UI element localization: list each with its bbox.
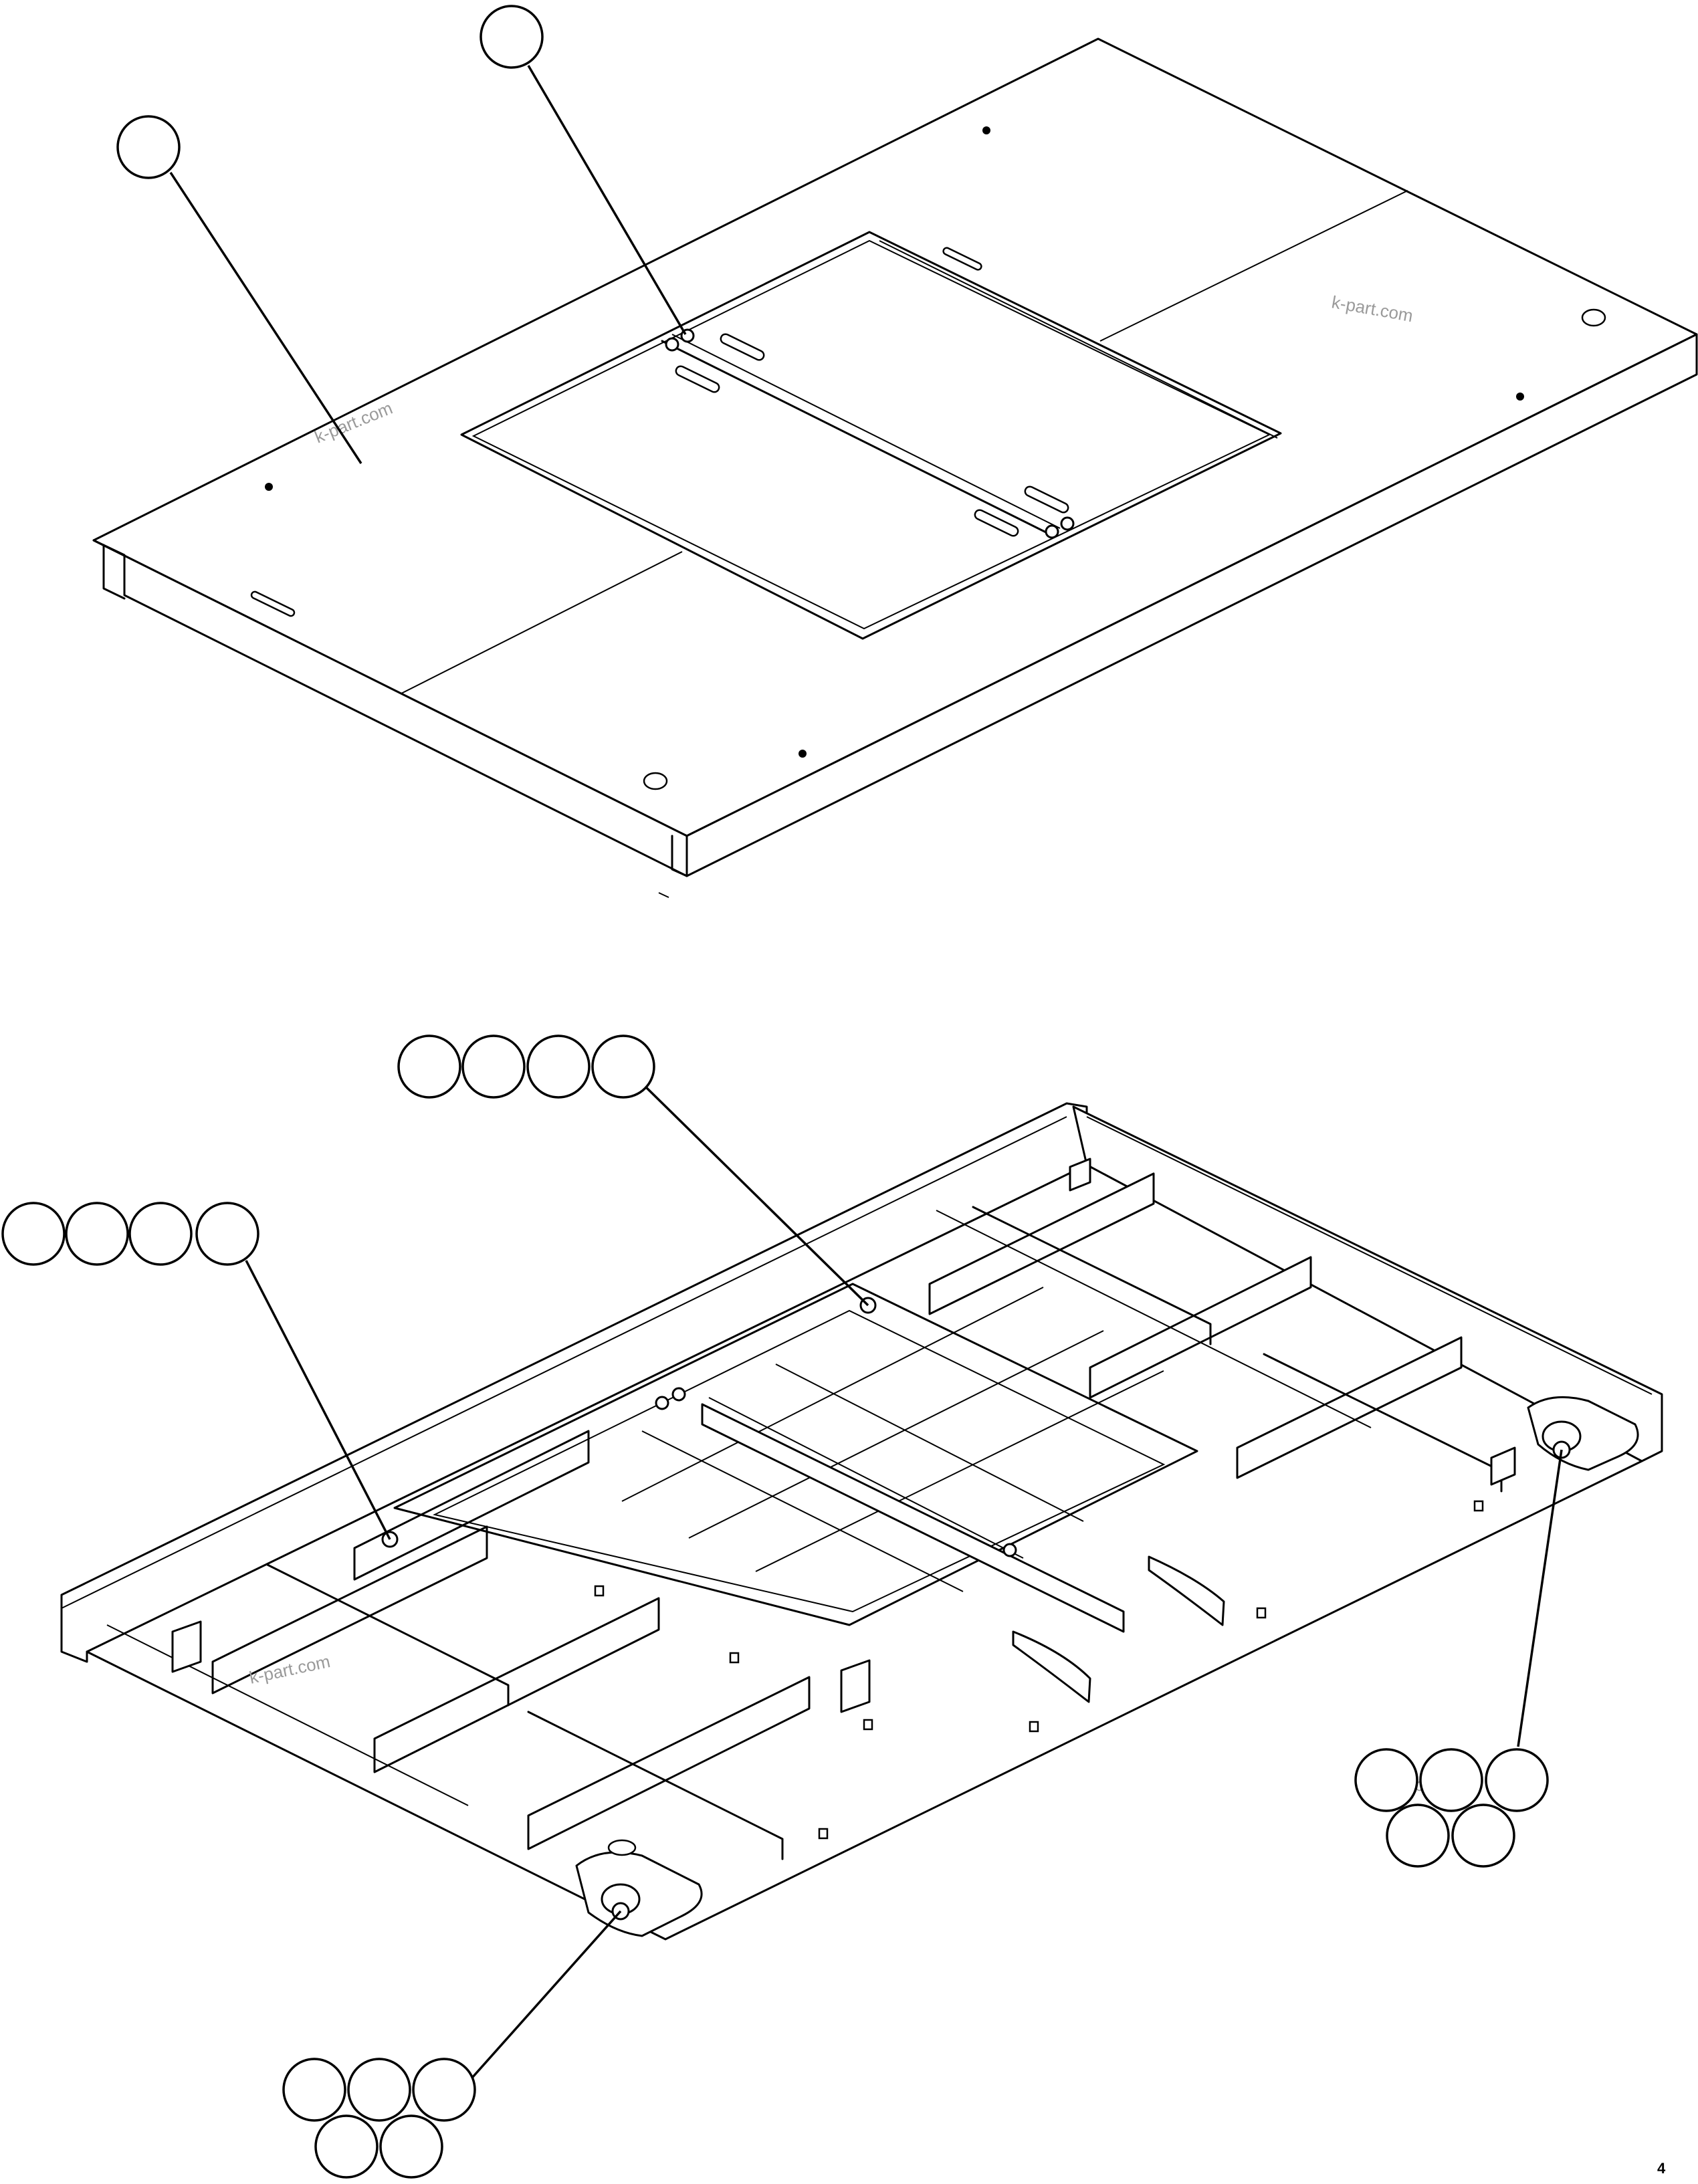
leader-line	[169, 172, 362, 464]
mount-pad-hole	[607, 1839, 637, 1856]
slot	[250, 590, 296, 617]
grommet-hole	[643, 772, 668, 790]
fastener	[1029, 1721, 1039, 1733]
leader-line	[527, 65, 687, 335]
roof-front-side	[92, 539, 688, 877]
callout-balloon	[195, 1202, 259, 1266]
nut	[1002, 1543, 1017, 1557]
hole	[1516, 393, 1524, 401]
hinge-bar-underside	[701, 1403, 1125, 1633]
hinge-bolt	[1060, 516, 1075, 531]
hinge-bolt	[1045, 524, 1059, 539]
leader-line	[641, 1082, 869, 1307]
rear-flange	[60, 1102, 1088, 1663]
hole	[799, 750, 807, 758]
bracket	[1069, 1158, 1091, 1192]
grommet-hole	[1581, 308, 1606, 327]
callout-balloon	[461, 1034, 526, 1099]
callout-balloon	[1451, 1804, 1515, 1868]
leader-line	[460, 1910, 622, 2091]
panel-seam-rear	[1099, 190, 1408, 342]
stiffener-rib	[1089, 1256, 1312, 1399]
stiffener-rib	[373, 1597, 660, 1773]
nut	[655, 1396, 669, 1410]
hole	[265, 483, 273, 491]
stiffener-rib	[1236, 1336, 1463, 1479]
slot	[720, 333, 765, 361]
callout-balloon	[1485, 1748, 1549, 1812]
leader-line	[1517, 1449, 1563, 1747]
callout-balloon	[1419, 1748, 1483, 1812]
callout-balloon	[412, 2058, 476, 2122]
roof-underside-view: k-part.com k-part.com	[1, 1034, 1663, 2179]
gusset	[1148, 1555, 1225, 1626]
callout-balloon	[347, 2058, 411, 2122]
hatch-outer-frame	[460, 231, 1282, 640]
fastener	[1473, 1500, 1484, 1512]
fastener	[863, 1719, 873, 1731]
callout-balloon	[314, 2114, 379, 2179]
bracket	[1490, 1446, 1516, 1486]
bracket	[171, 1620, 202, 1673]
fastener	[1256, 1607, 1267, 1619]
cross-member	[527, 1711, 784, 1860]
callout-balloon	[282, 2058, 346, 2122]
panel-seam-front	[401, 551, 683, 694]
hole	[982, 126, 990, 134]
slot	[675, 365, 720, 393]
callout-balloon	[65, 1202, 129, 1266]
nut	[671, 1387, 686, 1402]
slot	[974, 509, 1019, 537]
callout-balloon	[116, 115, 181, 179]
stiffener-rib	[527, 1676, 811, 1850]
hatch-frame-underside	[393, 1283, 1198, 1626]
roof-panel-top-view: k-part.com k-part.com	[92, 5, 1698, 898]
fastener	[729, 1652, 740, 1664]
cross-member	[266, 1563, 510, 1707]
callout-balloon	[526, 1034, 591, 1099]
stiffener-rib	[928, 1172, 1155, 1315]
callout-balloon	[128, 1202, 193, 1266]
fastener	[818, 1828, 829, 1840]
bracket	[840, 1659, 871, 1713]
callout-balloon	[1, 1202, 66, 1266]
right-flange	[1072, 1105, 1663, 1462]
leader-line	[245, 1260, 391, 1540]
page-mark: 4	[1657, 2160, 1666, 2177]
cross-member	[972, 1206, 1212, 1345]
callout-balloon	[1354, 1748, 1418, 1812]
callout-balloon	[591, 1034, 655, 1099]
callout-balloon	[397, 1034, 461, 1099]
callout-balloon	[480, 5, 544, 69]
hatch-hinge-bar	[661, 340, 1053, 536]
slot	[1024, 485, 1069, 514]
fastener	[594, 1585, 605, 1597]
hinge-bolt	[665, 337, 679, 352]
underside-outline	[86, 1460, 1643, 1941]
gusset	[1012, 1630, 1091, 1703]
slot	[942, 247, 982, 271]
callout-balloon	[1386, 1804, 1450, 1868]
roof-right-side	[685, 333, 1698, 877]
stiffener-rib	[211, 1525, 488, 1695]
callout-balloon	[379, 2114, 443, 2179]
